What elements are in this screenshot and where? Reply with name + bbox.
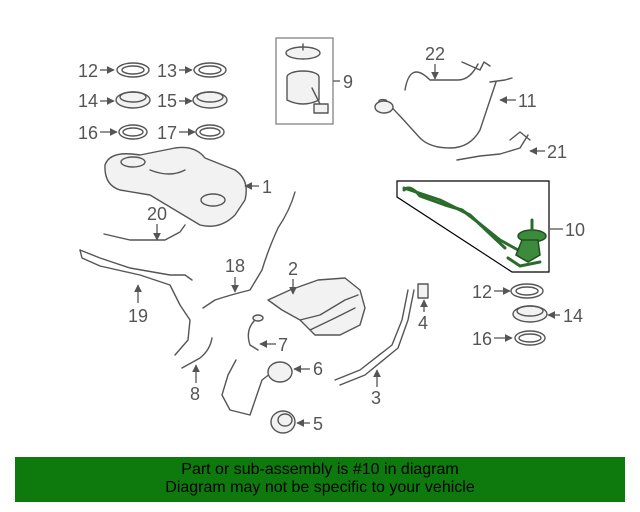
- footer-banner: Part or sub-assembly is #10 in diagram D…: [15, 457, 625, 502]
- hose-7[interactable]: [247, 314, 264, 351]
- parts-diagram: 12 13 14 15 16 17 9 22 11 21: [78, 37, 585, 434]
- label-21: 21: [547, 142, 567, 162]
- ring-17[interactable]: [195, 124, 225, 140]
- label-6: 6: [313, 359, 323, 379]
- footer-line-1: Part or sub-assembly is #10 in diagram: [181, 461, 459, 478]
- ring-14[interactable]: [115, 91, 151, 109]
- fuel-tank-1[interactable]: [104, 146, 247, 227]
- label-2: 2: [288, 259, 298, 279]
- fuel-line-11[interactable]: [374, 77, 513, 149]
- label-16-right: 16: [472, 329, 492, 349]
- label-10: 10: [565, 220, 585, 240]
- vent-line-20[interactable]: [103, 224, 186, 241]
- label-13: 13: [157, 61, 177, 81]
- label-3: 3: [371, 388, 381, 408]
- label-22: 22: [425, 44, 445, 64]
- label-7: 7: [278, 335, 288, 355]
- filler-pipe-3[interactable]: [334, 289, 415, 386]
- label-4: 4: [418, 313, 428, 333]
- label-16: 16: [78, 123, 98, 143]
- label-20: 20: [147, 204, 167, 224]
- label-17: 17: [157, 123, 177, 143]
- label-1: 1: [262, 177, 272, 197]
- clip-4[interactable]: [417, 283, 429, 299]
- fuel-line-22[interactable]: [404, 61, 491, 91]
- filler-neck-6[interactable]: [221, 359, 293, 416]
- label-8: 8: [190, 384, 200, 404]
- ring-16[interactable]: [118, 124, 148, 140]
- ring-14-right[interactable]: [512, 305, 548, 323]
- fuel-line-18[interactable]: [202, 191, 296, 309]
- fuel-line-21[interactable]: [456, 131, 531, 161]
- label-19: 19: [128, 306, 148, 326]
- label-14-right: 14: [563, 306, 583, 326]
- fuel-line-19[interactable]: [79, 249, 193, 356]
- ring-13[interactable]: [116, 62, 150, 78]
- label-12-right: 12: [472, 282, 492, 302]
- label-15: 15: [157, 91, 177, 111]
- fuel-pump-module-9[interactable]: [275, 37, 334, 125]
- heat-shield-2[interactable]: [267, 277, 366, 336]
- ring-12-right[interactable]: [510, 283, 544, 299]
- footer-line-2: Diagram may not be specific to your vehi…: [165, 479, 475, 496]
- label-18: 18: [225, 256, 245, 276]
- ring-16-right[interactable]: [514, 330, 546, 346]
- fuel-cap-5[interactable]: [270, 410, 296, 434]
- label-11: 11: [518, 91, 537, 111]
- ring-13b[interactable]: [193, 62, 227, 78]
- ring-15[interactable]: [192, 91, 228, 109]
- hose-8[interactable]: [181, 337, 213, 369]
- fuel-sender-10-box[interactable]: [396, 180, 550, 273]
- label-9: 9: [343, 72, 353, 92]
- label-14: 14: [78, 91, 98, 111]
- label-5: 5: [313, 414, 323, 434]
- label-12: 12: [78, 61, 98, 81]
